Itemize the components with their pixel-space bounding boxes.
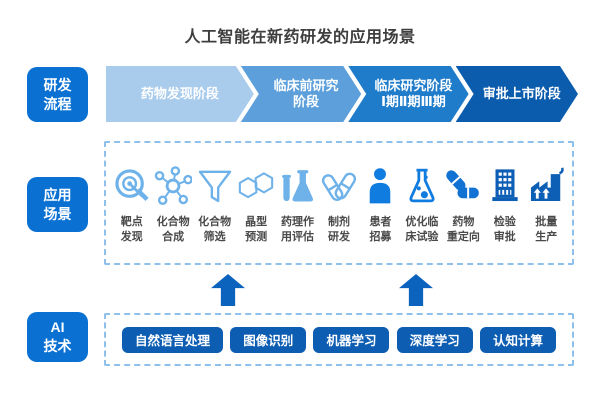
capsule-outline-icon bbox=[320, 162, 358, 208]
up-arrow-right bbox=[399, 274, 433, 306]
scenario-pharmacology-evaluation: 药理作 用评估 bbox=[277, 162, 318, 244]
stage-drug-discovery: 药物发现阶段 bbox=[106, 66, 254, 122]
scenario-formulation-rd: 制剂 研发 bbox=[318, 162, 359, 244]
factory-icon bbox=[527, 162, 565, 208]
scenario-target-discovery: 靶点 发现 bbox=[111, 162, 152, 244]
building-icon bbox=[486, 162, 524, 208]
scenario-inspection-approval: 检验 审批 bbox=[484, 162, 525, 244]
scenario-label: 患者 招募 bbox=[369, 216, 392, 243]
up-arrow-left bbox=[211, 274, 245, 306]
trial-flask-icon bbox=[403, 162, 441, 208]
funnel-icon bbox=[196, 162, 234, 208]
process-chevron-bar: 药物发现阶段 临床前研究 阶段 临床研究阶段 Ⅰ期Ⅱ期Ⅲ期 审批上市阶段 bbox=[106, 66, 578, 122]
scenario-drug-repurposing: 药物 重定向 bbox=[443, 162, 484, 244]
stage-preclinical: 临床前研究 阶段 bbox=[241, 66, 361, 122]
target-icon bbox=[113, 162, 151, 208]
scenario-optimize-clinical-trials: 优化临 床试验 bbox=[401, 162, 442, 244]
tech-chip-machine-learning: 机器学习 bbox=[313, 326, 390, 353]
scenario-label: 制剂 研发 bbox=[327, 216, 350, 243]
scenario-label: 优化临 床试验 bbox=[405, 216, 439, 243]
scenario-label: 批量 生产 bbox=[535, 216, 558, 243]
scenario-crystal-prediction: 晶型 预测 bbox=[235, 162, 276, 244]
scenario-label: 晶型 预测 bbox=[245, 216, 268, 243]
pills-icon bbox=[444, 162, 482, 208]
scenario-compound-screening: 化合物 筛选 bbox=[194, 162, 235, 244]
scenario-patient-recruitment: 患者 招募 bbox=[360, 162, 401, 244]
flask-tube-icon bbox=[279, 162, 317, 208]
badge-ai-tech: AI 技术 bbox=[27, 312, 88, 362]
stage-approval-launch: 审批上市阶段 bbox=[456, 66, 578, 122]
tech-chip-image-recognition: 图像识别 bbox=[230, 326, 307, 353]
scenario-label: 药理作 用评估 bbox=[281, 216, 315, 243]
molecule-icon bbox=[154, 162, 193, 208]
scenario-label: 检验 审批 bbox=[493, 216, 516, 243]
tech-chip-deep-learning: 深度学习 bbox=[396, 326, 473, 353]
crystal-icon bbox=[237, 162, 275, 208]
scenario-compound-synthesis: 化合物 合成 bbox=[152, 162, 193, 244]
patient-icon bbox=[361, 162, 399, 208]
badge-rd-process: 研发 流程 bbox=[27, 67, 88, 122]
badge-application-scenarios: 应用 场景 bbox=[27, 177, 88, 232]
ai-tech-box: 自然语言处理 图像识别 机器学习 深度学习 认知计算 bbox=[104, 313, 574, 366]
tech-chip-nlp: 自然语言处理 bbox=[122, 326, 224, 353]
page-title: 人工智能在新药研发的应用场景 bbox=[184, 29, 416, 46]
scenarios-box: 靶点 发现 化合物 合成 bbox=[104, 141, 574, 265]
scenario-mass-production: 批量 生产 bbox=[526, 162, 567, 244]
tech-chip-cognitive-computing: 认知计算 bbox=[479, 326, 556, 353]
scenario-label: 化合物 筛选 bbox=[198, 216, 232, 243]
scenario-label: 化合物 合成 bbox=[156, 216, 190, 243]
scenario-label: 靶点 发现 bbox=[120, 216, 143, 243]
stage-clinical-trials: 临床研究阶段 Ⅰ期Ⅱ期Ⅲ期 bbox=[348, 66, 468, 122]
scenario-label: 药物 重定向 bbox=[446, 216, 480, 243]
